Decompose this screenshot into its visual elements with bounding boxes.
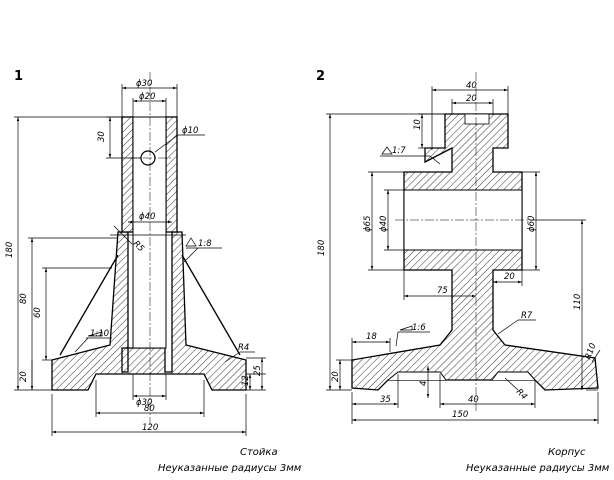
dim-d30-bottom: ϕ30 [136, 398, 152, 408]
dim-h180: 180 [5, 242, 15, 258]
dim-r4: R4 [514, 387, 529, 402]
dim-slope-1-10: 1:10 [90, 329, 109, 339]
figure-2-caption-note: Неуказанные радиусы 3мм [466, 463, 610, 474]
dim-d65: ϕ65 [363, 216, 373, 232]
dim-w18: 18 [366, 332, 377, 342]
dim-d40: ϕ40 [379, 216, 389, 232]
stand-section [51, 116, 247, 391]
figure-2-housing: 2 40 20 10 [316, 69, 610, 474]
dim-h80: 80 [19, 293, 29, 304]
dim-r7: R7 [521, 311, 533, 321]
dim-h12: 12 [241, 375, 251, 386]
dim-d20-top: ϕ20 [139, 92, 155, 102]
dim-h60: 60 [33, 307, 43, 318]
dim-w120: 120 [142, 423, 158, 433]
figure-2-number: 2 [316, 69, 325, 84]
dim-h75: 75 [437, 286, 448, 296]
dim-h4: 4 [419, 381, 429, 386]
dim-w40-bottom: 40 [468, 395, 479, 405]
dim-taper-1-7: 1:7 [392, 146, 406, 156]
dim-d60: ϕ60 [527, 216, 537, 232]
dim-r10: R10 [583, 342, 598, 361]
dim-h20: 20 [19, 371, 29, 382]
dim-d30-top: ϕ30 [136, 79, 152, 89]
dim-h25: 25 [253, 365, 263, 376]
dim-w80: 80 [144, 404, 155, 414]
dim-h110: 110 [573, 294, 583, 310]
figure-1-stand: 1 ϕ30 ϕ20 [5, 69, 302, 474]
dim-h10: 10 [413, 119, 423, 130]
dim-d10: ϕ10 [182, 126, 198, 136]
housing-dimensions: 40 20 10 1:7 180 ϕ65 ϕ40 [317, 81, 601, 424]
dim-h30: 30 [97, 131, 107, 142]
dim-w20-mid: 20 [504, 272, 515, 282]
dim-taper-1-8: 1:8 [198, 239, 212, 249]
figure-1-number: 1 [14, 69, 23, 84]
dim-h180: 180 [317, 240, 327, 256]
dim-w40-top: 40 [466, 81, 477, 91]
figure-1-caption-note: Неуказанные радиусы 3мм [158, 463, 302, 474]
dim-r4: R4 [238, 343, 249, 353]
housing-section [351, 113, 599, 391]
dim-slope-1-6: 1:6 [412, 323, 426, 333]
dim-h20: 20 [331, 371, 341, 382]
stand-dimensions: ϕ30 ϕ20 30 ϕ10 ϕ40 R5 1:8 180 [5, 79, 266, 436]
dim-w35: 35 [380, 395, 391, 405]
dim-d40: ϕ40 [139, 212, 155, 222]
figure-2-caption-name: Корпус [548, 447, 586, 458]
dim-w150: 150 [452, 410, 468, 420]
dim-w20-top: 20 [466, 94, 477, 104]
figure-1-caption-name: Стойка [240, 447, 278, 458]
